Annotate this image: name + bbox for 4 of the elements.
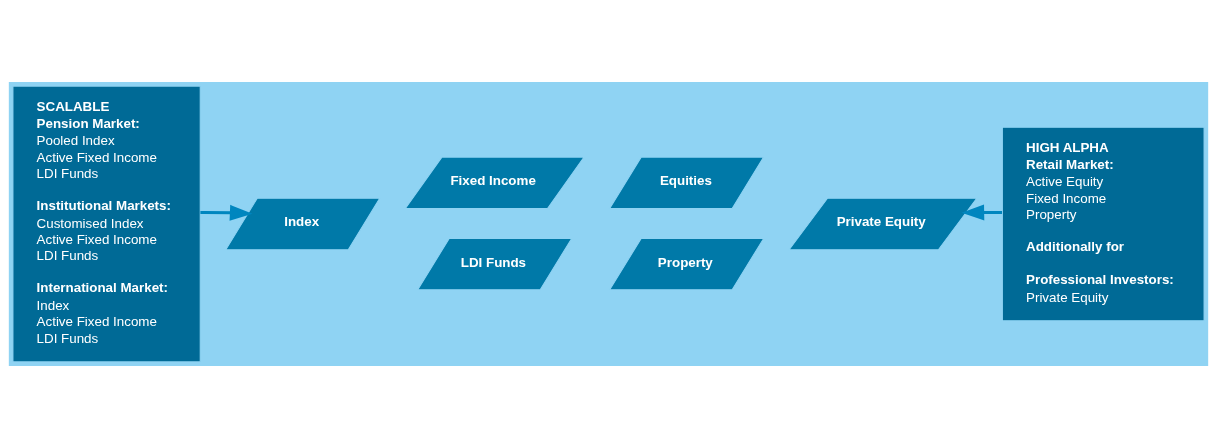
node-box: SCALABLE Pension Market: Pooled Index Active Fixed Income LDI Funds Institutional Markets: Customised Index Active Fixed Income LDI Funds International Market: Index Active Fixed Income LDI Funds <box>12 85 201 362</box>
arrow <box>961 204 1003 220</box>
node-box: HIGH ALPHA Retail Market: Active Equity Fixed Income Property Additionally for Professional Investors: Private Equity <box>1001 126 1205 321</box>
arrow <box>200 204 253 221</box>
